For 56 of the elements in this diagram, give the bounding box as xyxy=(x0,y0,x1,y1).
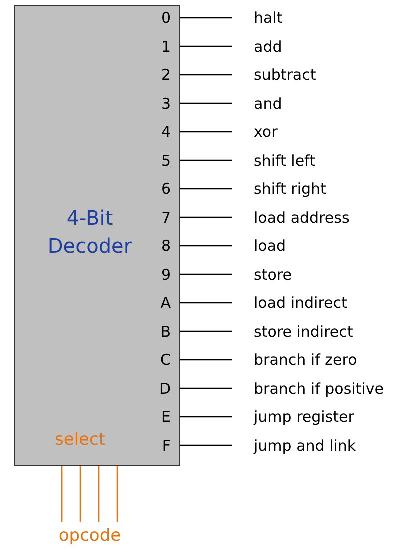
pin-label: A xyxy=(160,293,171,313)
select-label: select xyxy=(55,430,106,450)
output-label: and xyxy=(232,94,282,114)
input-line xyxy=(116,466,118,522)
output-line xyxy=(180,274,232,276)
output-label: xor xyxy=(232,122,278,142)
output-line xyxy=(180,102,232,104)
pin-label: D xyxy=(159,378,171,398)
pin-label: 8 xyxy=(161,236,171,256)
input-line xyxy=(61,466,63,522)
output-label: jump and link xyxy=(232,436,356,456)
pin-label: E xyxy=(162,407,171,427)
pin-label: 9 xyxy=(161,264,171,284)
output-line xyxy=(180,188,232,190)
output-line xyxy=(180,330,232,332)
output-line xyxy=(180,160,232,162)
pin-label: 7 xyxy=(161,208,171,228)
output-label: load xyxy=(232,236,286,256)
pin-label: 2 xyxy=(161,65,171,85)
output-line xyxy=(180,131,232,133)
output-line xyxy=(180,444,232,446)
block-title: 4-Bit Decoder xyxy=(46,205,134,260)
pin-label: 1 xyxy=(161,36,171,56)
output-line xyxy=(180,245,232,247)
output-line xyxy=(180,46,232,48)
output-label: branch if positive xyxy=(232,378,384,398)
pin-label: 6 xyxy=(161,179,171,199)
output-line xyxy=(180,74,232,76)
decoder-block xyxy=(14,5,180,466)
output-label: add xyxy=(232,36,282,56)
output-line xyxy=(180,302,232,304)
pin-label: 3 xyxy=(161,94,171,114)
input-line xyxy=(98,466,100,522)
output-label: load indirect xyxy=(232,293,348,313)
output-line xyxy=(180,416,232,418)
output-line xyxy=(180,17,232,19)
pin-label: 0 xyxy=(161,8,171,28)
output-label: halt xyxy=(232,8,283,28)
output-label: store xyxy=(232,264,292,284)
pin-label: F xyxy=(162,436,171,456)
pin-label: 4 xyxy=(161,122,171,142)
output-label: shift left xyxy=(232,150,316,170)
output-line xyxy=(180,216,232,218)
input-line xyxy=(80,466,82,522)
output-label: shift right xyxy=(232,179,326,199)
opcode-label: opcode xyxy=(50,522,130,550)
output-label: jump register xyxy=(232,407,354,427)
output-line xyxy=(180,388,232,390)
pin-label: B xyxy=(160,322,171,342)
output-label: store indirect xyxy=(232,322,354,342)
pin-label: C xyxy=(160,350,171,370)
output-label: subtract xyxy=(232,65,316,85)
pin-label: 5 xyxy=(161,150,171,170)
output-line xyxy=(180,359,232,361)
output-label: load address xyxy=(232,208,350,228)
output-label: branch if zero xyxy=(232,350,358,370)
